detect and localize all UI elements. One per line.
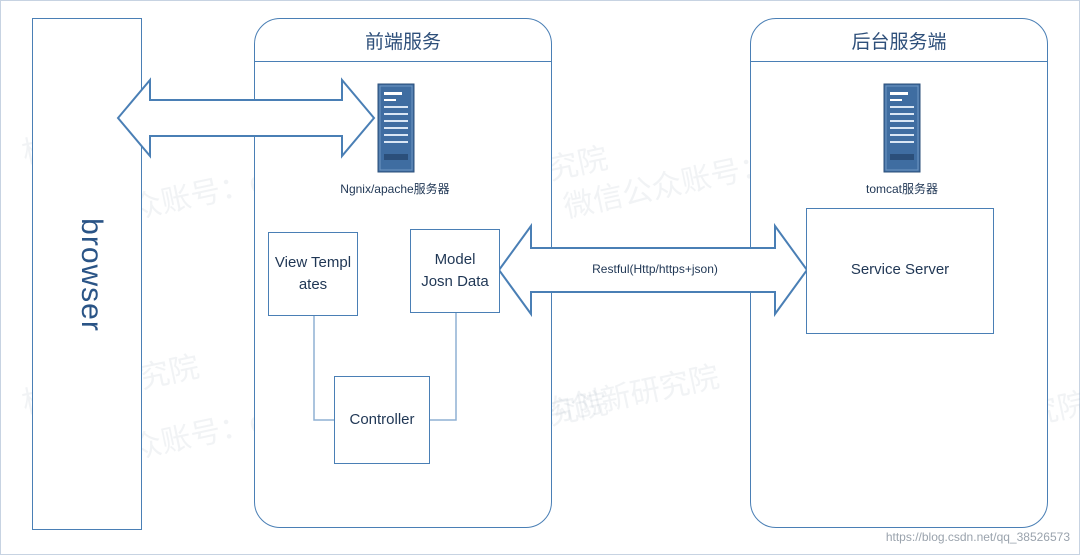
model-controller-line bbox=[430, 312, 457, 421]
restful-label: Restful(Http/https+json) bbox=[592, 262, 718, 276]
model-data-box: Model Josn Data bbox=[410, 229, 500, 313]
source-url-watermark: https://blog.csdn.net/qq_38526573 bbox=[885, 530, 1070, 544]
service-server-box: Service Server bbox=[806, 208, 994, 334]
controller-box: Controller bbox=[334, 376, 430, 464]
view-templates-label: View Templates bbox=[274, 254, 352, 293]
controller-label: Controller bbox=[349, 411, 415, 428]
nginx-server-label: Ngnix/apache服务器 bbox=[340, 182, 450, 196]
server-icon bbox=[883, 83, 921, 173]
service-server-label: Service Server bbox=[850, 261, 950, 278]
frontend-title: 前端服务 bbox=[255, 19, 551, 62]
server-icon bbox=[377, 83, 415, 173]
view-controller-line bbox=[313, 316, 336, 421]
browser-nginx-arrow bbox=[116, 77, 376, 159]
model-data-label: Model Josn Data bbox=[421, 251, 489, 290]
backend-title: 后台服务端 bbox=[751, 19, 1047, 62]
tomcat-server-label: tomcat服务器 bbox=[865, 182, 938, 196]
browser-box bbox=[32, 18, 142, 530]
view-templates-box: View Templates bbox=[268, 232, 358, 316]
